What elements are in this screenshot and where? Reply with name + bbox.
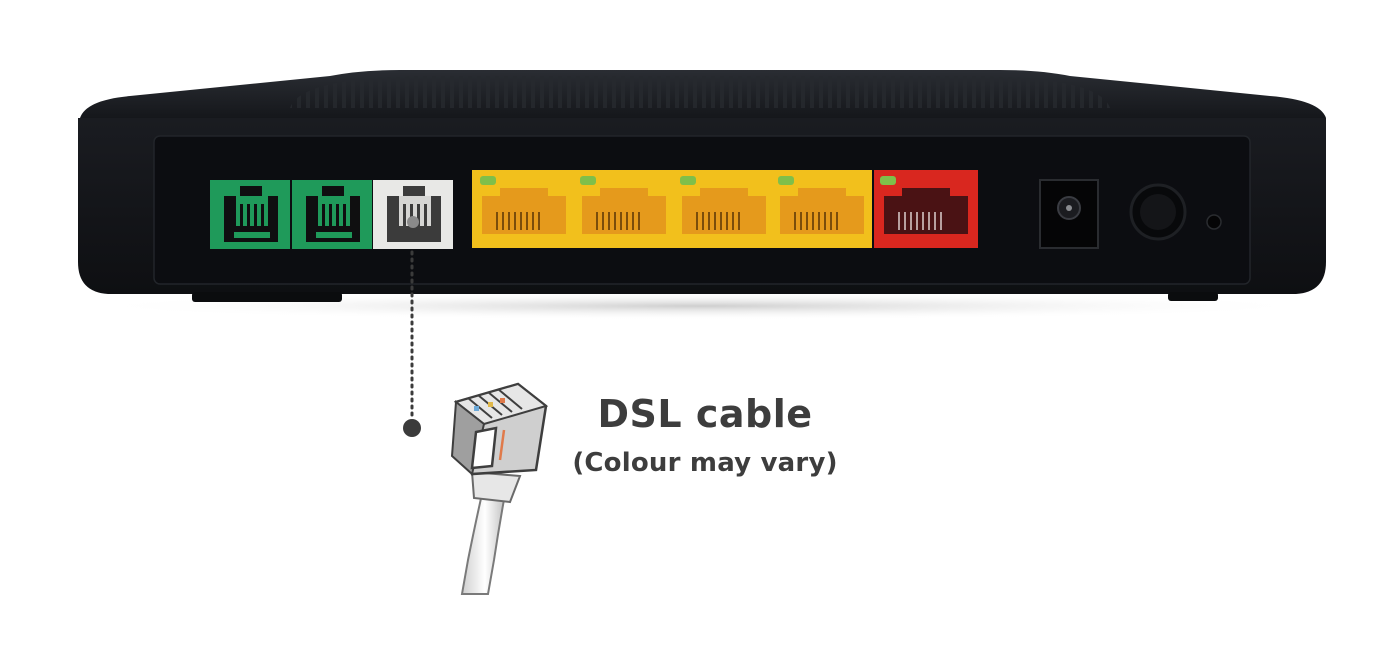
cable-label-subtitle: (Colour may vary)	[572, 448, 838, 478]
power-jack-icon[interactable]	[1039, 179, 1099, 249]
rj45-port-icon[interactable]	[480, 176, 566, 234]
router-foot-right	[1168, 292, 1218, 301]
reset-hole-icon[interactable]	[1206, 214, 1222, 230]
leader-dot	[403, 419, 421, 437]
rj11-port-icon[interactable]	[292, 180, 372, 249]
rj45-port-icon[interactable]	[580, 176, 666, 234]
router-foot-left	[192, 292, 342, 302]
router-vent-grille	[290, 76, 1110, 108]
rj11-port-icon[interactable]	[210, 180, 290, 249]
rj45-port-icon[interactable]	[778, 176, 864, 234]
cable-label-title: DSL cable	[597, 392, 813, 436]
rj11-plug-icon	[450, 382, 549, 595]
rj11-port-icon[interactable]	[373, 180, 453, 249]
router-shadow	[80, 292, 1320, 320]
rj45-port-icon[interactable]	[680, 176, 766, 234]
power-button-icon[interactable]	[1129, 183, 1187, 241]
rj45-port-icon[interactable]	[874, 170, 978, 248]
